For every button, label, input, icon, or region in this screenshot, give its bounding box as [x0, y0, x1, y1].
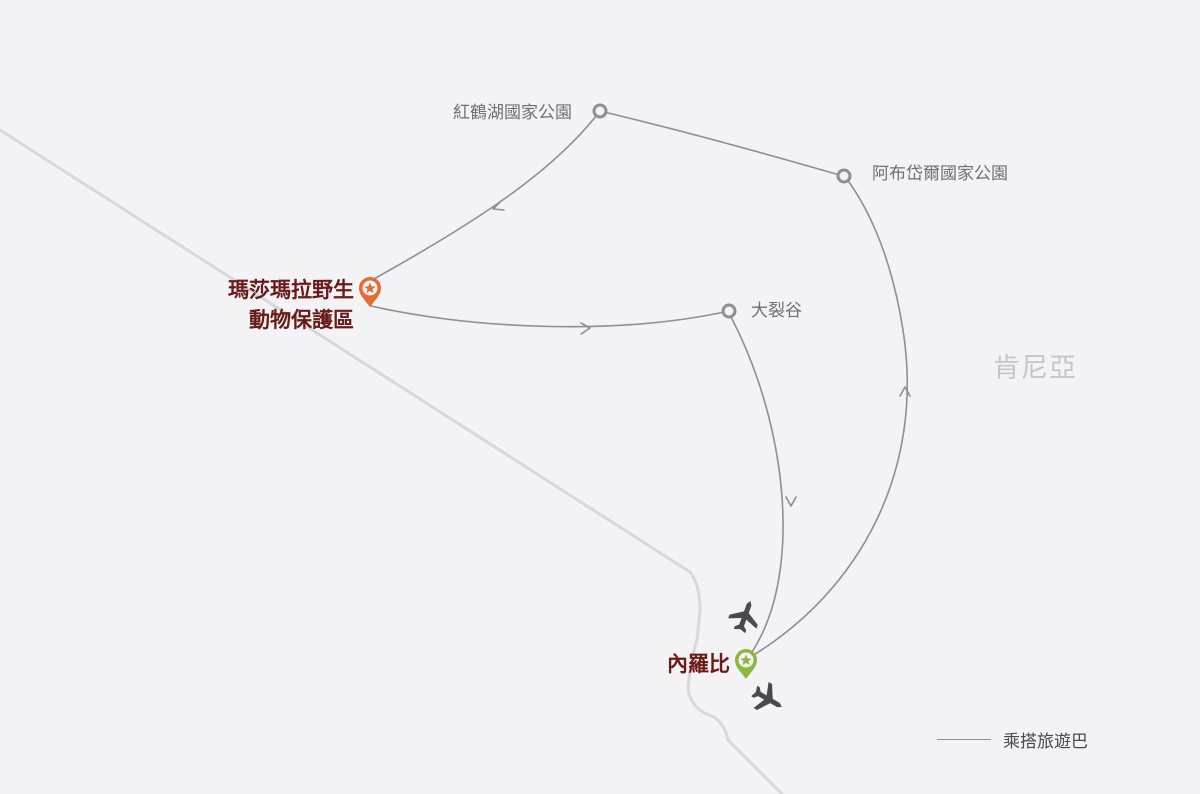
- route-rift-valley-to-nairobi: [730, 316, 784, 653]
- place-label-masai-mara[interactable]: 瑪莎瑪拉野生 動物保護區: [228, 275, 354, 335]
- masai-mara-label-line2: 動物保護區: [249, 307, 354, 332]
- legend-label-bus: 乘搭旅遊巴: [1003, 732, 1088, 751]
- route-aberdare-to-flamingo: [599, 110, 844, 177]
- route-arrow-icon: [580, 322, 591, 335]
- star-pin-icon[interactable]: [359, 277, 381, 307]
- route-masai-mara-to-rift-valley: [370, 305, 730, 328]
- place-label-aberdare[interactable]: 阿布岱爾國家公園: [872, 164, 1008, 183]
- plane-icon: [746, 678, 790, 720]
- route-arrow-icon: [899, 386, 911, 397]
- waypoint-circle-icon[interactable]: [592, 103, 608, 119]
- plane-icon: [725, 595, 765, 637]
- waypoint-circle-icon[interactable]: [721, 303, 737, 319]
- star-pin-icon[interactable]: [735, 649, 757, 679]
- route-flamingo-to-masai-mara: [371, 110, 601, 281]
- route-arrow-icon: [492, 200, 505, 211]
- route-nairobi-to-aberdare: [751, 177, 909, 657]
- place-label-nairobi[interactable]: 內羅比: [667, 651, 730, 676]
- country-border: [0, 128, 784, 794]
- masai-mara-label-line1: 瑪莎瑪拉野生: [228, 277, 354, 302]
- legend-line-swatch: [937, 739, 991, 740]
- place-label-flamingo-lake[interactable]: 紅鶴湖國家公園: [453, 103, 572, 122]
- legend: 乘搭旅遊巴: [937, 727, 1088, 752]
- place-label-rift-valley[interactable]: 大裂谷: [751, 301, 802, 320]
- country-label: 肯尼亞: [993, 353, 1077, 384]
- waypoint-circle-icon[interactable]: [836, 168, 852, 184]
- route-arrow-icon: [785, 496, 797, 507]
